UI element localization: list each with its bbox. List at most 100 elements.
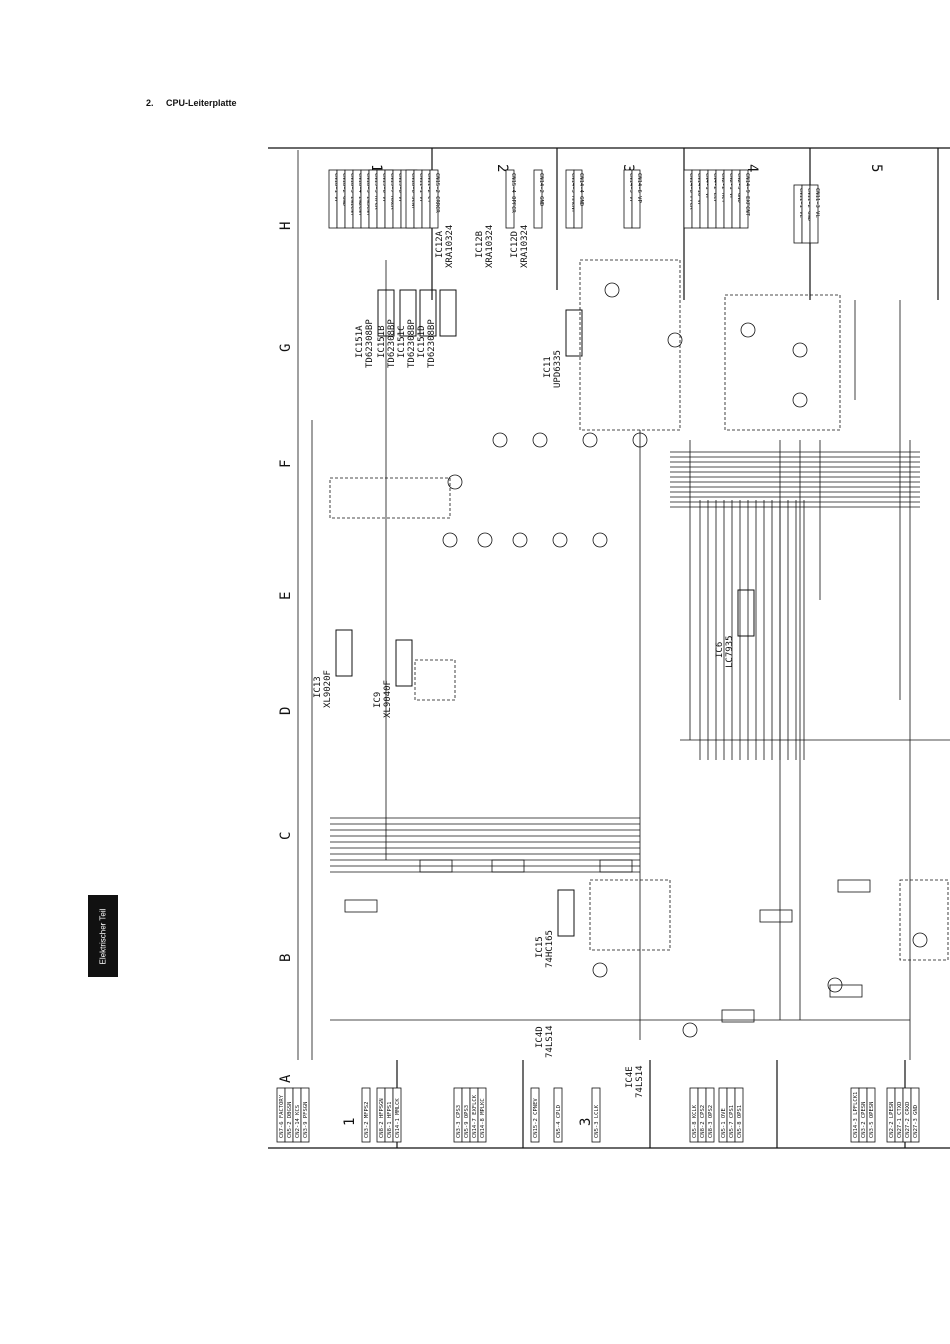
ic-ref: IC151C [397, 325, 407, 358]
connector-label: CN5-8 KCLK [692, 1104, 698, 1138]
connector-label: CN19-8 VP [397, 173, 403, 203]
connector-label: CN11-2 CT [426, 173, 432, 203]
grid-column-label: E [278, 592, 294, 600]
circuit-group [414, 659, 456, 701]
transistor-symbol [632, 432, 648, 448]
transistor-symbol [447, 474, 463, 490]
transistor-symbol [492, 432, 508, 448]
connector-label: CN8-3 OPS2 [708, 1105, 714, 1138]
connector-label: CN14-9 EXFCNT [744, 173, 750, 217]
grid-row-label: 3 [620, 164, 636, 172]
transistor-symbol [792, 392, 808, 408]
connector-label: CN14-6 VP [636, 173, 642, 203]
ic-ref: IC151D [417, 325, 427, 358]
section-title: CPU-Leiterplatte [166, 98, 237, 108]
ic-ref: IC12D [510, 231, 520, 258]
ic-part: LC7935 [725, 635, 735, 668]
schematic-frame [268, 147, 950, 1149]
grid-row-label: 4 [744, 164, 760, 172]
connector-label: CN14-10 VP [696, 173, 702, 207]
grid-column-label: D [278, 707, 294, 715]
connector-label: CN7-6 FACTORY [279, 1094, 285, 1138]
grid-column-label: A [278, 1074, 294, 1083]
connector-label: CN14-4 GND [578, 173, 584, 206]
ic-ref: IC4D [535, 1026, 545, 1048]
transistor-symbol [604, 282, 620, 298]
resistor-pack [837, 879, 871, 893]
ic-part: XL9040F [383, 680, 393, 718]
connector-label: CN2-2 MCT [720, 173, 726, 203]
transistor-symbol [512, 532, 528, 548]
connector-label: CN14-1 MMLCK [395, 1098, 401, 1138]
connector-label: CN15-4 OPFCR [510, 173, 516, 213]
transistor-symbol [912, 932, 928, 948]
ic-ref: IC12A [435, 230, 445, 258]
grid-row-label: 1 [342, 1118, 358, 1126]
resistor-pack [599, 859, 633, 873]
transistor-symbol [792, 342, 808, 358]
connector-label: CN11-1 VP [418, 173, 424, 203]
connector-label: CN8-1 HFPS1 [387, 1102, 393, 1138]
connector-block: CN14-2 GND [533, 169, 544, 229]
ic-ref: IC151B [377, 325, 387, 358]
transistor-symbol [682, 1022, 698, 1038]
ic-ref: IC6 [715, 642, 725, 658]
circuit-group [329, 477, 451, 519]
connector-label: CN2-14 KCS [295, 1105, 301, 1138]
ic-ref: IC4E [625, 1066, 635, 1088]
connector-label: CN27-1 CTXD [897, 1102, 903, 1138]
connector-label: CN4-2 ELP [712, 173, 718, 203]
resistor-pack [759, 909, 793, 923]
connector-label: CN15-2 CRRCR [434, 173, 440, 213]
connector-label: CN11-3 VL [814, 188, 820, 218]
resistor-pack [344, 899, 378, 913]
transistor-symbol [592, 962, 608, 978]
connector-label: CN18-3 IN1CNT [349, 173, 355, 217]
connector-label: CN8-2 HFPSGN [379, 1098, 385, 1138]
grid-column-label: B [278, 954, 294, 962]
ic-part: 74LS14 [635, 1065, 645, 1098]
connector-label: CN14-8 MPLKC [480, 1098, 486, 1138]
transistor-symbol [667, 332, 683, 348]
connector-label: CN3-9 PFSGN [303, 1102, 309, 1138]
ic-part: TD62308BP [407, 319, 417, 368]
grid-row-label: 3 [578, 1118, 594, 1126]
connector-label: CN3-2 MFPS2 [364, 1102, 370, 1138]
connector-label: CN8-2 CPS2 [700, 1105, 706, 1138]
connector-label: CN14-3 LPFLCK1 [853, 1092, 859, 1138]
connector-label: CN5-1 OVE [721, 1108, 727, 1138]
ic-ref: IC151A [355, 325, 365, 358]
connector-block: CN3-2 MFPS2 [361, 1087, 371, 1143]
ic-part: XRA10324 [485, 225, 495, 268]
ic-part: XRA10324 [445, 225, 455, 268]
grid-row-label: 2 [494, 164, 510, 172]
connector-label: CN3-2 CPESN [861, 1102, 867, 1138]
ic-ref: IC13 [313, 676, 323, 698]
circuit-group [579, 259, 681, 431]
transistor-symbol [477, 532, 493, 548]
connector-label: CN15-2 CPNEV [533, 1098, 539, 1138]
circuit-group [724, 294, 841, 431]
ic-part: XL9020F [323, 670, 333, 708]
ic-part: 74LS14 [545, 1025, 555, 1058]
connector-label: CN14-7 EXFLCK [472, 1094, 478, 1138]
connector-label: CN3-5 OPESN [869, 1102, 875, 1138]
ic-part: TD62308BP [365, 319, 375, 368]
connector-label: CN5-8 OPS1 [737, 1105, 743, 1138]
grid-column-label: C [278, 832, 294, 840]
page-heading: 2. CPU-Leiterplatte [146, 98, 247, 108]
connector-label: CN18-4 IN2CNT [357, 173, 363, 217]
resistor-pack [829, 984, 863, 998]
